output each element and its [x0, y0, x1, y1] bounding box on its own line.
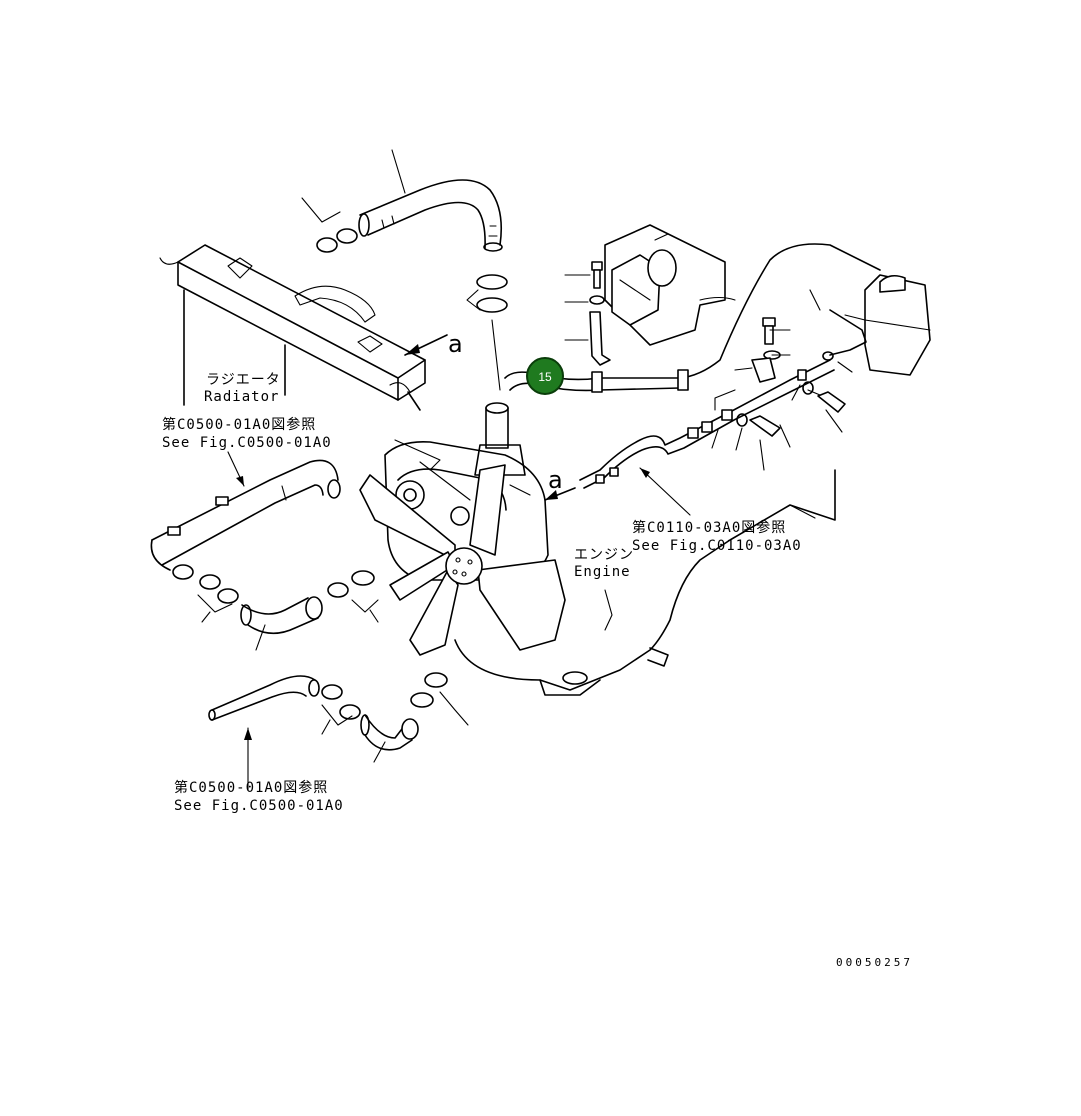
engine-front: [384, 439, 549, 581]
bottom-pipe: [208, 675, 320, 721]
bolt-1: [564, 261, 603, 289]
hose-clamps-upper: [301, 197, 358, 253]
radiator: [159, 244, 426, 411]
lower-hose: [240, 596, 323, 651]
bracket-2: [734, 357, 776, 383]
arrow-a-mid-label: a: [548, 466, 563, 494]
clamps-lower-left: [197, 574, 239, 623]
engine-label-en: Engine: [574, 564, 631, 580]
drawing-number: 00050257: [836, 956, 913, 969]
hose-clamps-thermo: [466, 274, 508, 391]
radiator-label-en: Radiator: [204, 389, 279, 405]
callout-15-number: 15: [538, 370, 552, 384]
clamps-lower-mid: [327, 570, 379, 623]
ref1-label-en: See Fig.C0500-01A0: [162, 435, 332, 451]
arrow-a-mid: a: [544, 466, 576, 501]
engine-label-jp: エンジン: [574, 547, 634, 563]
leaders-heater: [711, 384, 843, 471]
cooling-fan: [359, 464, 566, 656]
clamps-bottom: [321, 684, 361, 735]
ref1-label-jp: 第C0500-01A0図参照: [162, 416, 316, 433]
heater-line: [579, 359, 835, 489]
lower-pipe: [150, 459, 341, 580]
bracket-1: [564, 311, 611, 366]
arrow-a-top-label: a: [448, 330, 463, 358]
bolt-4: [802, 381, 846, 413]
ref2-label-jp: 第C0110-03A0図参照: [632, 519, 786, 536]
clamps-bottom-right: [410, 672, 469, 726]
ref3-label-en: See Fig.C0500-01A0: [174, 798, 344, 814]
leader-upper-hose: [391, 149, 406, 194]
bolt-3: [736, 413, 781, 437]
ref2-label-en: See Fig.C0110-03A0: [632, 538, 802, 554]
arrow-a-top: a: [404, 330, 463, 358]
reserve-tank: [829, 274, 931, 376]
thermostat-outlet: [474, 402, 526, 476]
radiator-label-jp: ラジエータ: [206, 372, 281, 388]
tank-hose-clamp: [809, 289, 853, 373]
bolt-2: [762, 317, 791, 345]
washer-2: [763, 350, 791, 360]
washer-1: [564, 295, 605, 305]
bottom-elbow-hose: [360, 714, 419, 763]
ref3-label-jp: 第C0500-01A0図参照: [174, 779, 328, 796]
engine-block: [454, 469, 836, 696]
callout-15[interactable]: 15: [526, 357, 564, 395]
compressor-assembly: [604, 224, 736, 346]
leader-ref2: [639, 467, 691, 516]
upper-hose: [358, 179, 503, 252]
